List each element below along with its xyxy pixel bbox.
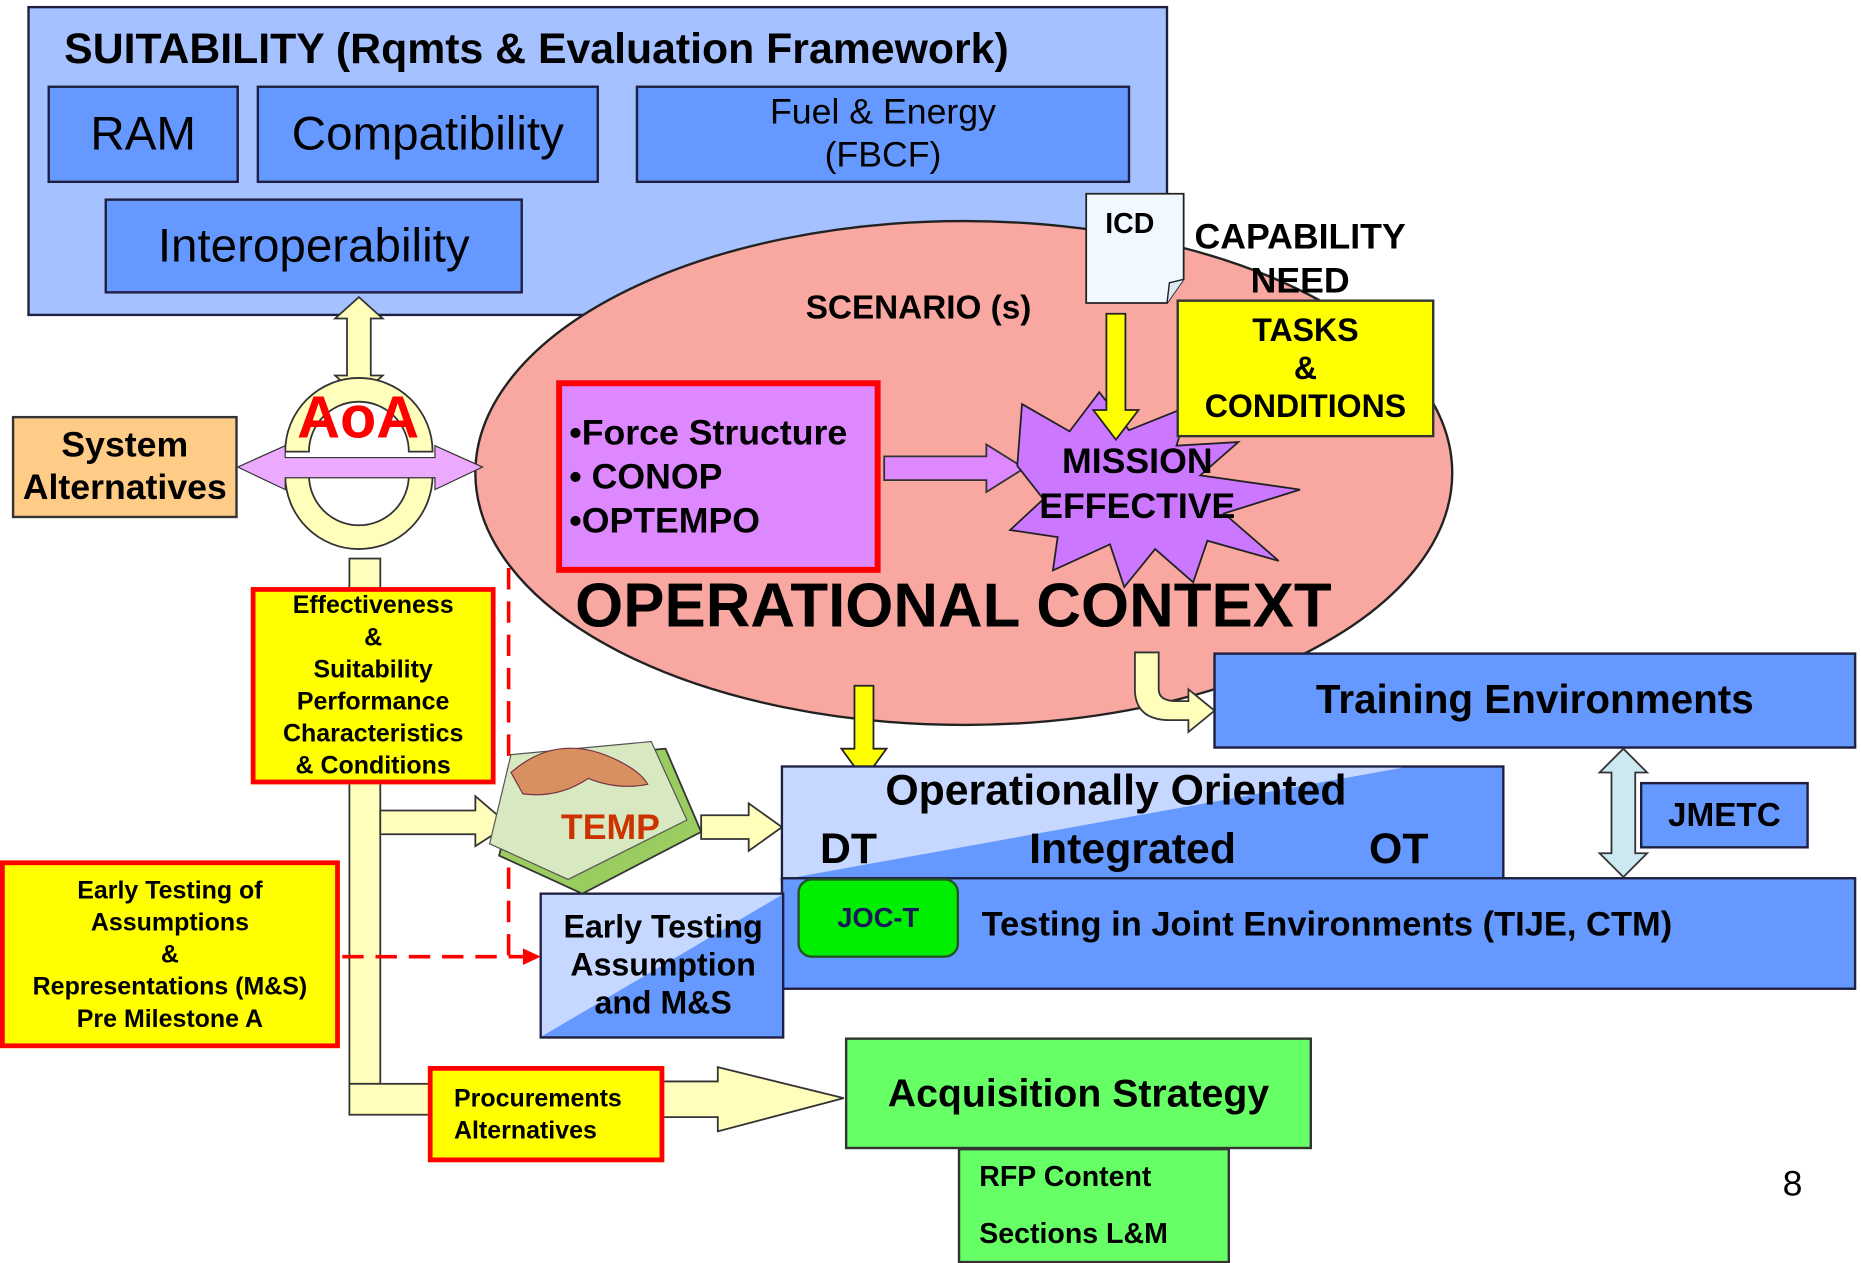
sections-lm-label: Sections L&M bbox=[979, 1217, 1168, 1250]
temp-hand-icon bbox=[510, 747, 649, 796]
ram-box: RAM bbox=[47, 85, 239, 184]
early-left-line3: & bbox=[160, 940, 179, 968]
icd-document bbox=[1085, 192, 1185, 304]
context-to-training-arrow bbox=[1134, 651, 1216, 734]
effectiveness-line2: & bbox=[364, 623, 383, 652]
effectiveness-line3: Suitability bbox=[313, 655, 433, 684]
op-oriented-dt: DT bbox=[819, 823, 878, 873]
effectiveness-box: Effectiveness & Suitability Performance … bbox=[250, 587, 496, 785]
mission-line: MISSION bbox=[1062, 442, 1213, 482]
effective-line: EFFECTIVE bbox=[1039, 487, 1236, 527]
tasks-amp: & bbox=[1293, 350, 1318, 387]
stem-to-temp-arrow bbox=[379, 794, 511, 848]
mission-effective-burst bbox=[1008, 390, 1301, 589]
interoperability-label: Interoperability bbox=[157, 219, 470, 272]
aoa-cycle-arrow-top bbox=[284, 377, 434, 453]
joc-t-label: JOC-T bbox=[837, 901, 920, 933]
fuel-energy-box: Fuel & Energy (FBCF) bbox=[635, 85, 1131, 184]
acquisition-strategy-label: Acquisition Strategy bbox=[887, 1070, 1270, 1115]
compatibility-box: Compatibility bbox=[256, 85, 599, 184]
training-environments-box: Training Environments bbox=[1213, 652, 1857, 749]
capability-need-line1: CAPABILITY bbox=[1194, 217, 1406, 257]
suitability-title: SUITABILITY (Rqmts & Evaluation Framewor… bbox=[64, 23, 1009, 73]
early-left-line5: Pre Milestone A bbox=[76, 1004, 264, 1033]
jmetc-label: JMETC bbox=[1667, 796, 1781, 834]
capability-need-line2: NEED bbox=[1250, 261, 1350, 301]
tasks-conditions-box: TASKS & CONDITIONS bbox=[1176, 299, 1435, 438]
testing-joint-label: Testing in Joint Environments (TIJE, CTM… bbox=[981, 905, 1673, 944]
tasks-line: TASKS bbox=[1252, 312, 1359, 349]
force-item-3: •OPTEMPO bbox=[569, 500, 761, 541]
early-left-line2: Assumptions bbox=[90, 908, 249, 936]
effectiveness-line1: Effectiveness bbox=[292, 591, 454, 620]
effectiveness-line5: Characteristics bbox=[282, 720, 464, 748]
procurements-line2: Alternatives bbox=[453, 1116, 597, 1144]
early-left-line4: Representations (M&S) bbox=[32, 972, 308, 1001]
early-testing-line1: Early Testing bbox=[563, 909, 763, 945]
early-testing-left-box: Early Testing of Assumptions & Represent… bbox=[0, 860, 340, 1049]
training-environments-label: Training Environments bbox=[1315, 677, 1754, 723]
jmetc-box: JMETC bbox=[1639, 781, 1809, 849]
op-oriented-ot: OT bbox=[1369, 823, 1429, 873]
aoa-label: AoA bbox=[297, 383, 420, 451]
alternatives-arrow bbox=[236, 444, 484, 491]
force-item-1: •Force Structure bbox=[569, 412, 848, 453]
system-alternatives-box: System Alternatives bbox=[11, 415, 238, 519]
op-oriented-title: Operationally Oriented bbox=[885, 765, 1347, 815]
procurements-to-acquisition-arrow bbox=[659, 1066, 844, 1133]
capability-need-label: CAPABILITY NEED bbox=[1184, 214, 1417, 304]
system-alternatives-line2: Alternatives bbox=[22, 468, 227, 508]
operational-context-label: OPERATIONAL CONTEXT bbox=[575, 571, 1332, 641]
scenario-label: SCENARIO (s) bbox=[805, 288, 1032, 326]
acquisition-strategy-box: Acquisition Strategy bbox=[844, 1037, 1312, 1150]
temp-label: TEMP bbox=[560, 808, 660, 848]
temp-to-test-arrow bbox=[700, 801, 784, 853]
system-alternatives-line1: System bbox=[61, 425, 189, 465]
icd-arrow bbox=[1091, 312, 1141, 442]
mission-effective-label: MISSION EFFECTIVE bbox=[1024, 440, 1250, 530]
early-testing-line2: Assumption bbox=[570, 947, 756, 983]
op-oriented-integrated: Integrated bbox=[1029, 823, 1236, 873]
ram-label: RAM bbox=[90, 107, 197, 160]
conditions-line: CONDITIONS bbox=[1204, 388, 1407, 425]
fuel-energy-line2: (FBCF) bbox=[824, 135, 942, 175]
compatibility-label: Compatibility bbox=[291, 107, 564, 160]
force-structure-box: •Force Structure • CONOP •OPTEMPO bbox=[556, 380, 881, 573]
procurements-box: Procurements Alternatives bbox=[427, 1065, 665, 1163]
force-item-2: • CONOP bbox=[569, 456, 723, 497]
early-left-line1: Early Testing of bbox=[77, 876, 263, 904]
context-to-test-arrow bbox=[839, 684, 889, 782]
effectiveness-line6: & Conditions bbox=[295, 752, 451, 780]
early-testing-line3: and M&S bbox=[594, 985, 732, 1021]
early-testing-label: Early Testing Assumption and M&S bbox=[547, 903, 780, 1027]
interoperability-box: Interoperability bbox=[104, 198, 523, 294]
effectiveness-line4: Performance bbox=[296, 688, 450, 716]
testing-joint-box bbox=[780, 877, 1857, 990]
jmetc-arrow bbox=[1597, 747, 1650, 879]
aoa-cycle-arrow bbox=[284, 474, 434, 550]
joc-t-badge: JOC-T bbox=[797, 878, 960, 958]
rfp-content-label: RFP Content bbox=[979, 1160, 1152, 1193]
icd-label: ICD bbox=[1105, 207, 1155, 241]
dashed-arrowhead bbox=[522, 948, 541, 965]
fuel-energy-line1: Fuel & Energy bbox=[770, 92, 996, 132]
stem-to-procurements bbox=[348, 1082, 434, 1116]
procurements-line1: Procurements bbox=[453, 1084, 622, 1112]
page-number: 8 bbox=[1782, 1164, 1803, 1204]
early-testing-light bbox=[541, 894, 782, 1037]
force-to-mission-arrow bbox=[883, 442, 1027, 494]
rfp-content-box: RFP Content Sections L&M bbox=[957, 1147, 1230, 1263]
